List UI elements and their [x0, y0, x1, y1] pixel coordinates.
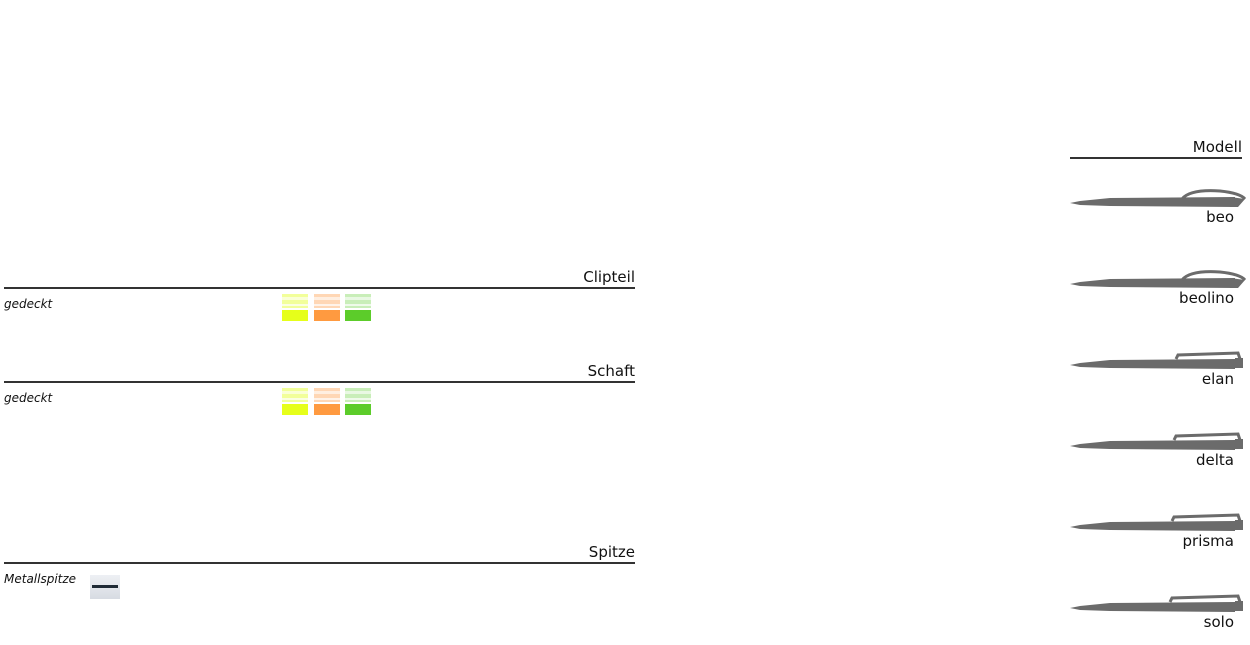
- model-item-elan[interactable]: elan: [1070, 321, 1243, 402]
- option-label: gedeckt: [4, 297, 53, 311]
- pen-icon: [1070, 513, 1243, 531]
- model-label: prisma: [1182, 532, 1234, 550]
- color-swatch[interactable]: [282, 388, 308, 415]
- color-swatch[interactable]: [345, 294, 371, 321]
- section-clipteil: Clipteil gedeckt: [4, 268, 635, 321]
- pen-icon: [1070, 594, 1243, 612]
- pen-icon: [1070, 432, 1243, 450]
- color-swatch[interactable]: [313, 294, 340, 321]
- section-spitze: Spitze Metallspitze: [4, 543, 635, 599]
- model-label: solo: [1203, 613, 1234, 631]
- model-title: Modell: [1070, 138, 1242, 159]
- color-swatch[interactable]: [282, 294, 308, 321]
- model-label: beolino: [1179, 289, 1234, 307]
- section-title: Schaft: [4, 362, 635, 383]
- color-swatch[interactable]: [345, 388, 371, 415]
- model-item-solo[interactable]: solo: [1070, 564, 1243, 645]
- option-label: Metallspitze: [4, 572, 77, 586]
- section-title: Clipteil: [4, 268, 635, 289]
- model-label: beo: [1206, 208, 1234, 226]
- section-schaft: Schaft gedeckt: [4, 362, 635, 415]
- model-label: delta: [1196, 451, 1234, 469]
- metal-tip-swatch[interactable]: [90, 575, 120, 599]
- model-list: Modell beo beolino elan delta prisma solo: [1070, 138, 1246, 645]
- section-title: Spitze: [4, 543, 635, 564]
- option-label: gedeckt: [4, 391, 53, 405]
- pen-icon: [1070, 351, 1243, 369]
- pen-icon: [1070, 270, 1246, 288]
- model-item-beo[interactable]: beo: [1070, 159, 1246, 240]
- model-item-beolino[interactable]: beolino: [1070, 240, 1246, 321]
- model-label: elan: [1201, 370, 1234, 388]
- model-item-delta[interactable]: delta: [1070, 402, 1243, 483]
- model-item-prisma[interactable]: prisma: [1070, 483, 1243, 564]
- color-swatch[interactable]: [313, 388, 340, 415]
- pen-icon: [1070, 189, 1246, 207]
